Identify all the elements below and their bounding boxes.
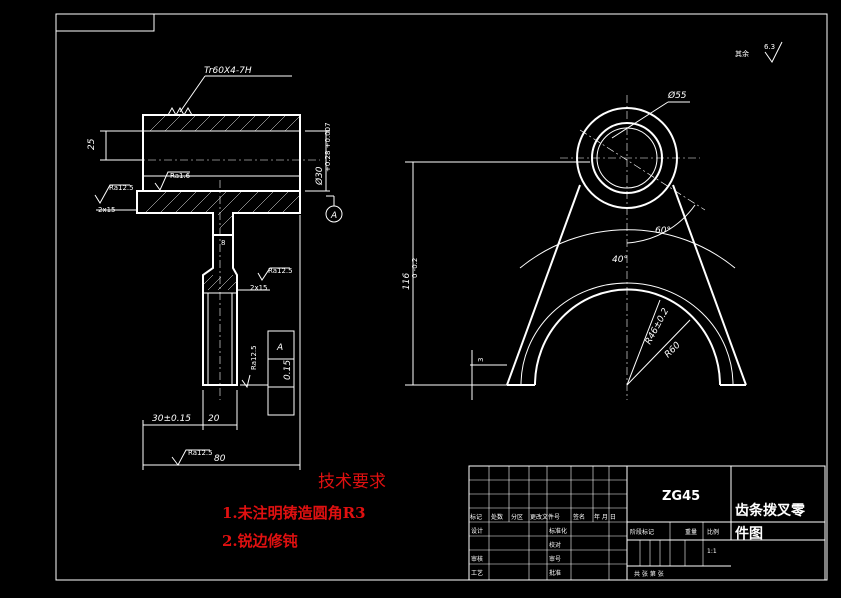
dim-r60: R60	[663, 340, 683, 360]
part-name-line1: 齿条拨叉零	[735, 502, 806, 519]
tb-stage: 阶段标记	[630, 528, 654, 536]
dim-left-height: 25	[87, 138, 97, 150]
tb-proof: 校对	[549, 541, 561, 549]
tb-sheet-info: 共 张 第 张	[634, 570, 664, 578]
tb-approve: 批准	[549, 569, 561, 577]
chamfer-1: 2x15	[98, 206, 116, 214]
tb-h-docno: 更改文件号	[530, 513, 560, 521]
part-name-line2: 件图	[735, 525, 763, 542]
section-view	[94, 75, 343, 470]
angle-60: 60°	[655, 226, 671, 236]
other-roughness-label: 其余	[735, 49, 749, 58]
notes-title: 技术要求	[318, 472, 386, 492]
dim-20: 20	[208, 414, 220, 424]
roughness-5: Ra12.5	[188, 449, 213, 457]
dim-80: 80	[214, 454, 226, 464]
dim-3: 3	[477, 358, 485, 362]
tb-stdz: 标准化	[549, 527, 567, 535]
title-block	[468, 465, 826, 581]
tb-h-marker: 标记	[470, 513, 482, 521]
roughness-3: Ra12.5	[268, 267, 293, 275]
angle-40: 40°	[612, 255, 628, 265]
material: ZG45	[662, 489, 700, 504]
dim-30: 30±0.15	[152, 414, 191, 424]
dim-8: 8	[221, 239, 225, 247]
tb-process: 工艺	[471, 569, 483, 577]
tb-h-sign: 签名	[573, 513, 585, 521]
roughness-2: Ra1.6	[170, 172, 191, 180]
roughness-4: Ra12.5	[250, 345, 258, 370]
dim-r46: R46±0.2	[644, 307, 672, 347]
tb-scale-value: 1:1	[707, 548, 717, 555]
datum-a-label: A	[330, 211, 337, 221]
dim-height: 116	[402, 273, 412, 290]
note-item-1: 1.未注明铸造圆角R3	[222, 504, 366, 522]
tb-design: 设计	[471, 527, 483, 535]
note-item-2: 2.锐边修钝	[222, 532, 298, 550]
other-roughness-value: 6.3	[764, 43, 775, 51]
tb-scale: 比例	[707, 528, 719, 536]
corner-box	[55, 13, 155, 32]
fork-view	[405, 41, 783, 400]
tol-datum: A	[276, 343, 283, 353]
roughness-1: Ra12.5	[109, 184, 134, 192]
tb-h-zone: 分区	[511, 513, 523, 521]
dim-height-tol: 0 -0.2	[411, 258, 419, 278]
dim-bore: Ø30	[314, 166, 325, 186]
tb-check: 审核	[471, 555, 483, 563]
tb-h-date: 年 月 日	[594, 513, 616, 521]
dim-diameter: Ø55	[667, 90, 687, 101]
drawing-border	[55, 13, 828, 581]
tol-value: 0.15	[283, 360, 293, 380]
tb-weight: 重量	[685, 528, 697, 536]
dim-bore-tol: +0.28 +0.007	[324, 122, 332, 172]
tb-h-count: 处数	[491, 513, 503, 521]
chamfer-2: 2x15	[250, 284, 268, 292]
thread-spec: Tr60X4-7H	[204, 66, 252, 76]
tb-assist: 审号	[549, 555, 561, 563]
